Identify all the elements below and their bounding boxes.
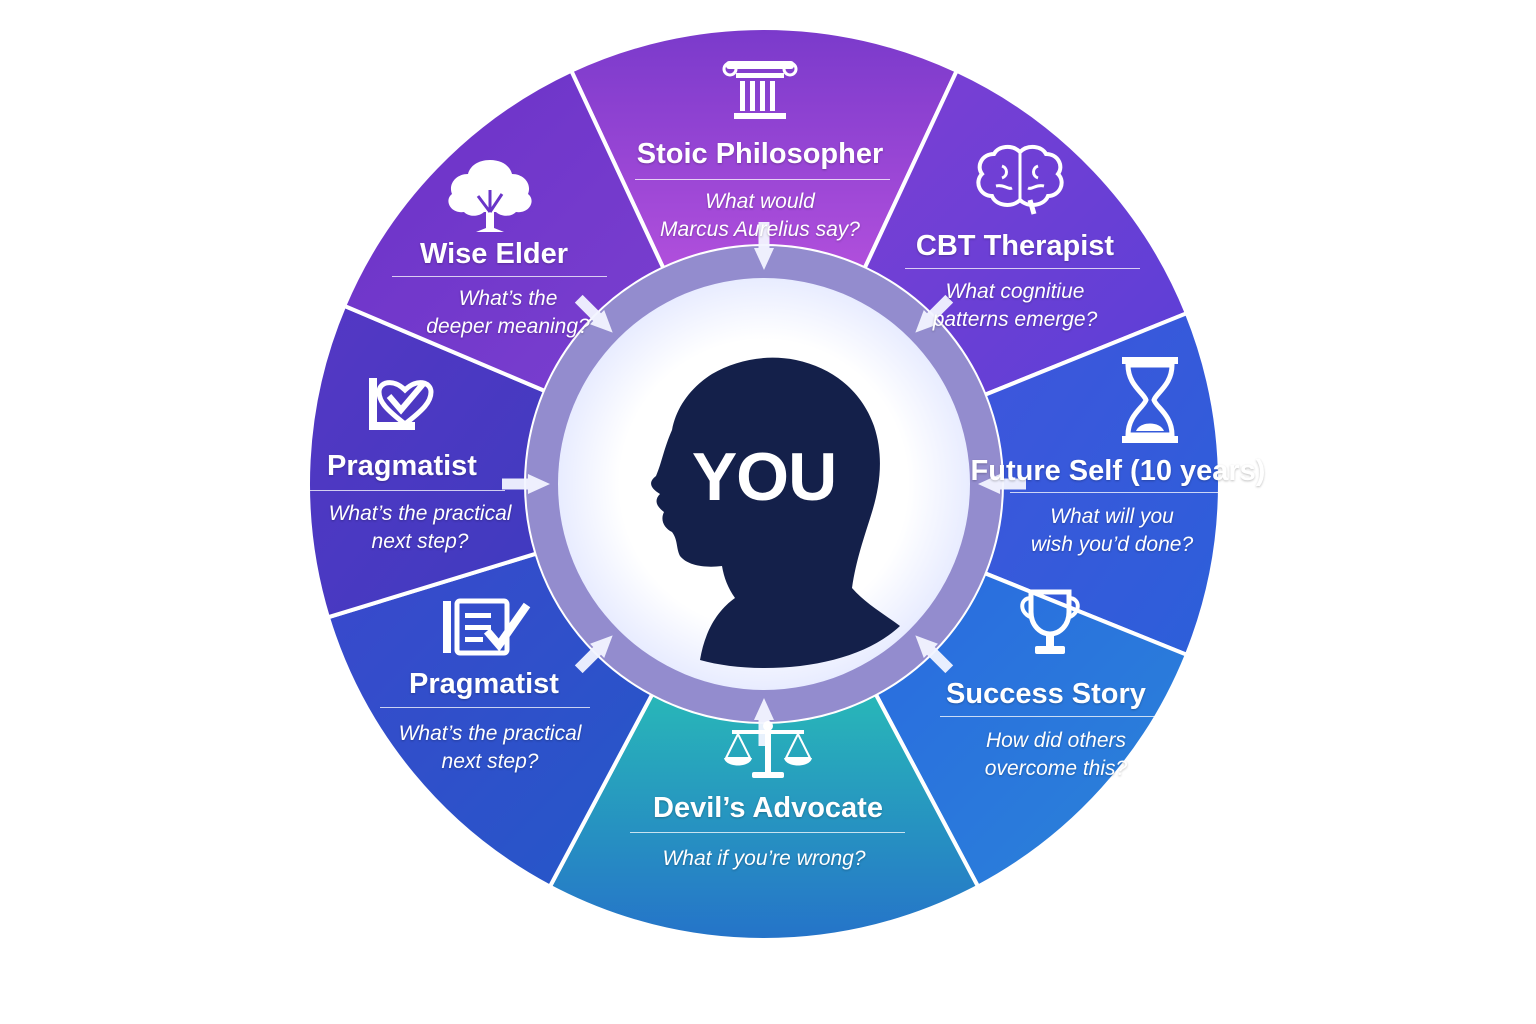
title-divider <box>392 276 607 277</box>
perspective-question-cbt: What cognitiue patterns emerge? <box>933 278 1098 334</box>
question-line: Marcus Aurelius say? <box>660 218 860 241</box>
perspective-title-future: Future Self (10 years) <box>970 455 1266 487</box>
scales-icon <box>718 718 818 787</box>
perspective-question-elder: What’s the deeper meaning? <box>426 285 589 341</box>
title-divider <box>905 268 1140 269</box>
question-line: What’s the <box>458 287 558 310</box>
question-line: What will you <box>1050 505 1174 528</box>
question-line: What’s the practical <box>398 722 582 745</box>
title-divider <box>940 716 1162 717</box>
question-line: wish you’d done? <box>1030 533 1194 556</box>
heart-check-icon <box>365 374 435 439</box>
tree-icon <box>440 156 540 241</box>
perspective-title-cbt: CBT Therapist <box>915 230 1115 262</box>
inward-arrow-icon <box>754 222 774 270</box>
perspective-title-elder: Wise Elder <box>419 238 569 270</box>
title-divider <box>1010 492 1232 493</box>
question-line: deeper meaning? <box>426 315 590 338</box>
inward-arrow-icon <box>502 474 550 494</box>
question-line: What cognitiue <box>945 280 1085 303</box>
brain-icon <box>972 142 1068 223</box>
question-line: How did others <box>985 729 1127 752</box>
title-divider <box>630 832 905 833</box>
checklist-icon <box>439 595 535 664</box>
perspective-title-success: Success Story <box>946 678 1146 710</box>
title-divider <box>305 490 505 491</box>
perspective-question-success: How did others overcome this? <box>985 727 1127 783</box>
perspective-title-devil: Devil’s Advocate <box>653 792 883 824</box>
segment-pragmatist-lower <box>325 551 655 890</box>
inward-arrow-icon <box>915 635 954 674</box>
question-line: What if you’re wrong? <box>662 847 866 870</box>
inward-arrow-icon <box>915 294 954 333</box>
perspective-title-stoic: Stoic Philosopher <box>636 138 884 170</box>
perspective-question-devil: What if you’re wrong? <box>662 845 865 873</box>
inward-arrow-icon <box>574 635 613 674</box>
question-line: patterns emerge? <box>932 308 1098 331</box>
question-line: What would <box>705 190 815 213</box>
perspective-question-pragmatist-upper: What’s the practical next step? <box>329 500 512 556</box>
question-line: next step? <box>441 750 539 773</box>
perspective-question-future: What will you wish you’d done? <box>1031 503 1193 559</box>
inward-arrow-icon <box>978 474 1026 494</box>
you-label: YOU <box>691 439 837 515</box>
trophy-icon <box>1015 588 1085 667</box>
column-icon <box>720 55 800 130</box>
perspective-question-pragmatist-lower: What’s the practical next step? <box>399 720 582 776</box>
title-divider <box>635 179 890 180</box>
title-divider <box>380 707 590 708</box>
perspective-title-pragmatist-upper: Pragmatist <box>327 450 477 482</box>
question-line: next step? <box>371 530 469 553</box>
hourglass-icon <box>1118 355 1182 450</box>
head-silhouette-icon <box>651 357 900 668</box>
perspective-title-pragmatist-lower: Pragmatist <box>409 668 559 700</box>
question-line: overcome this? <box>984 757 1128 780</box>
inward-arrow-icon <box>574 294 613 333</box>
question-line: What’s the practical <box>328 502 512 525</box>
